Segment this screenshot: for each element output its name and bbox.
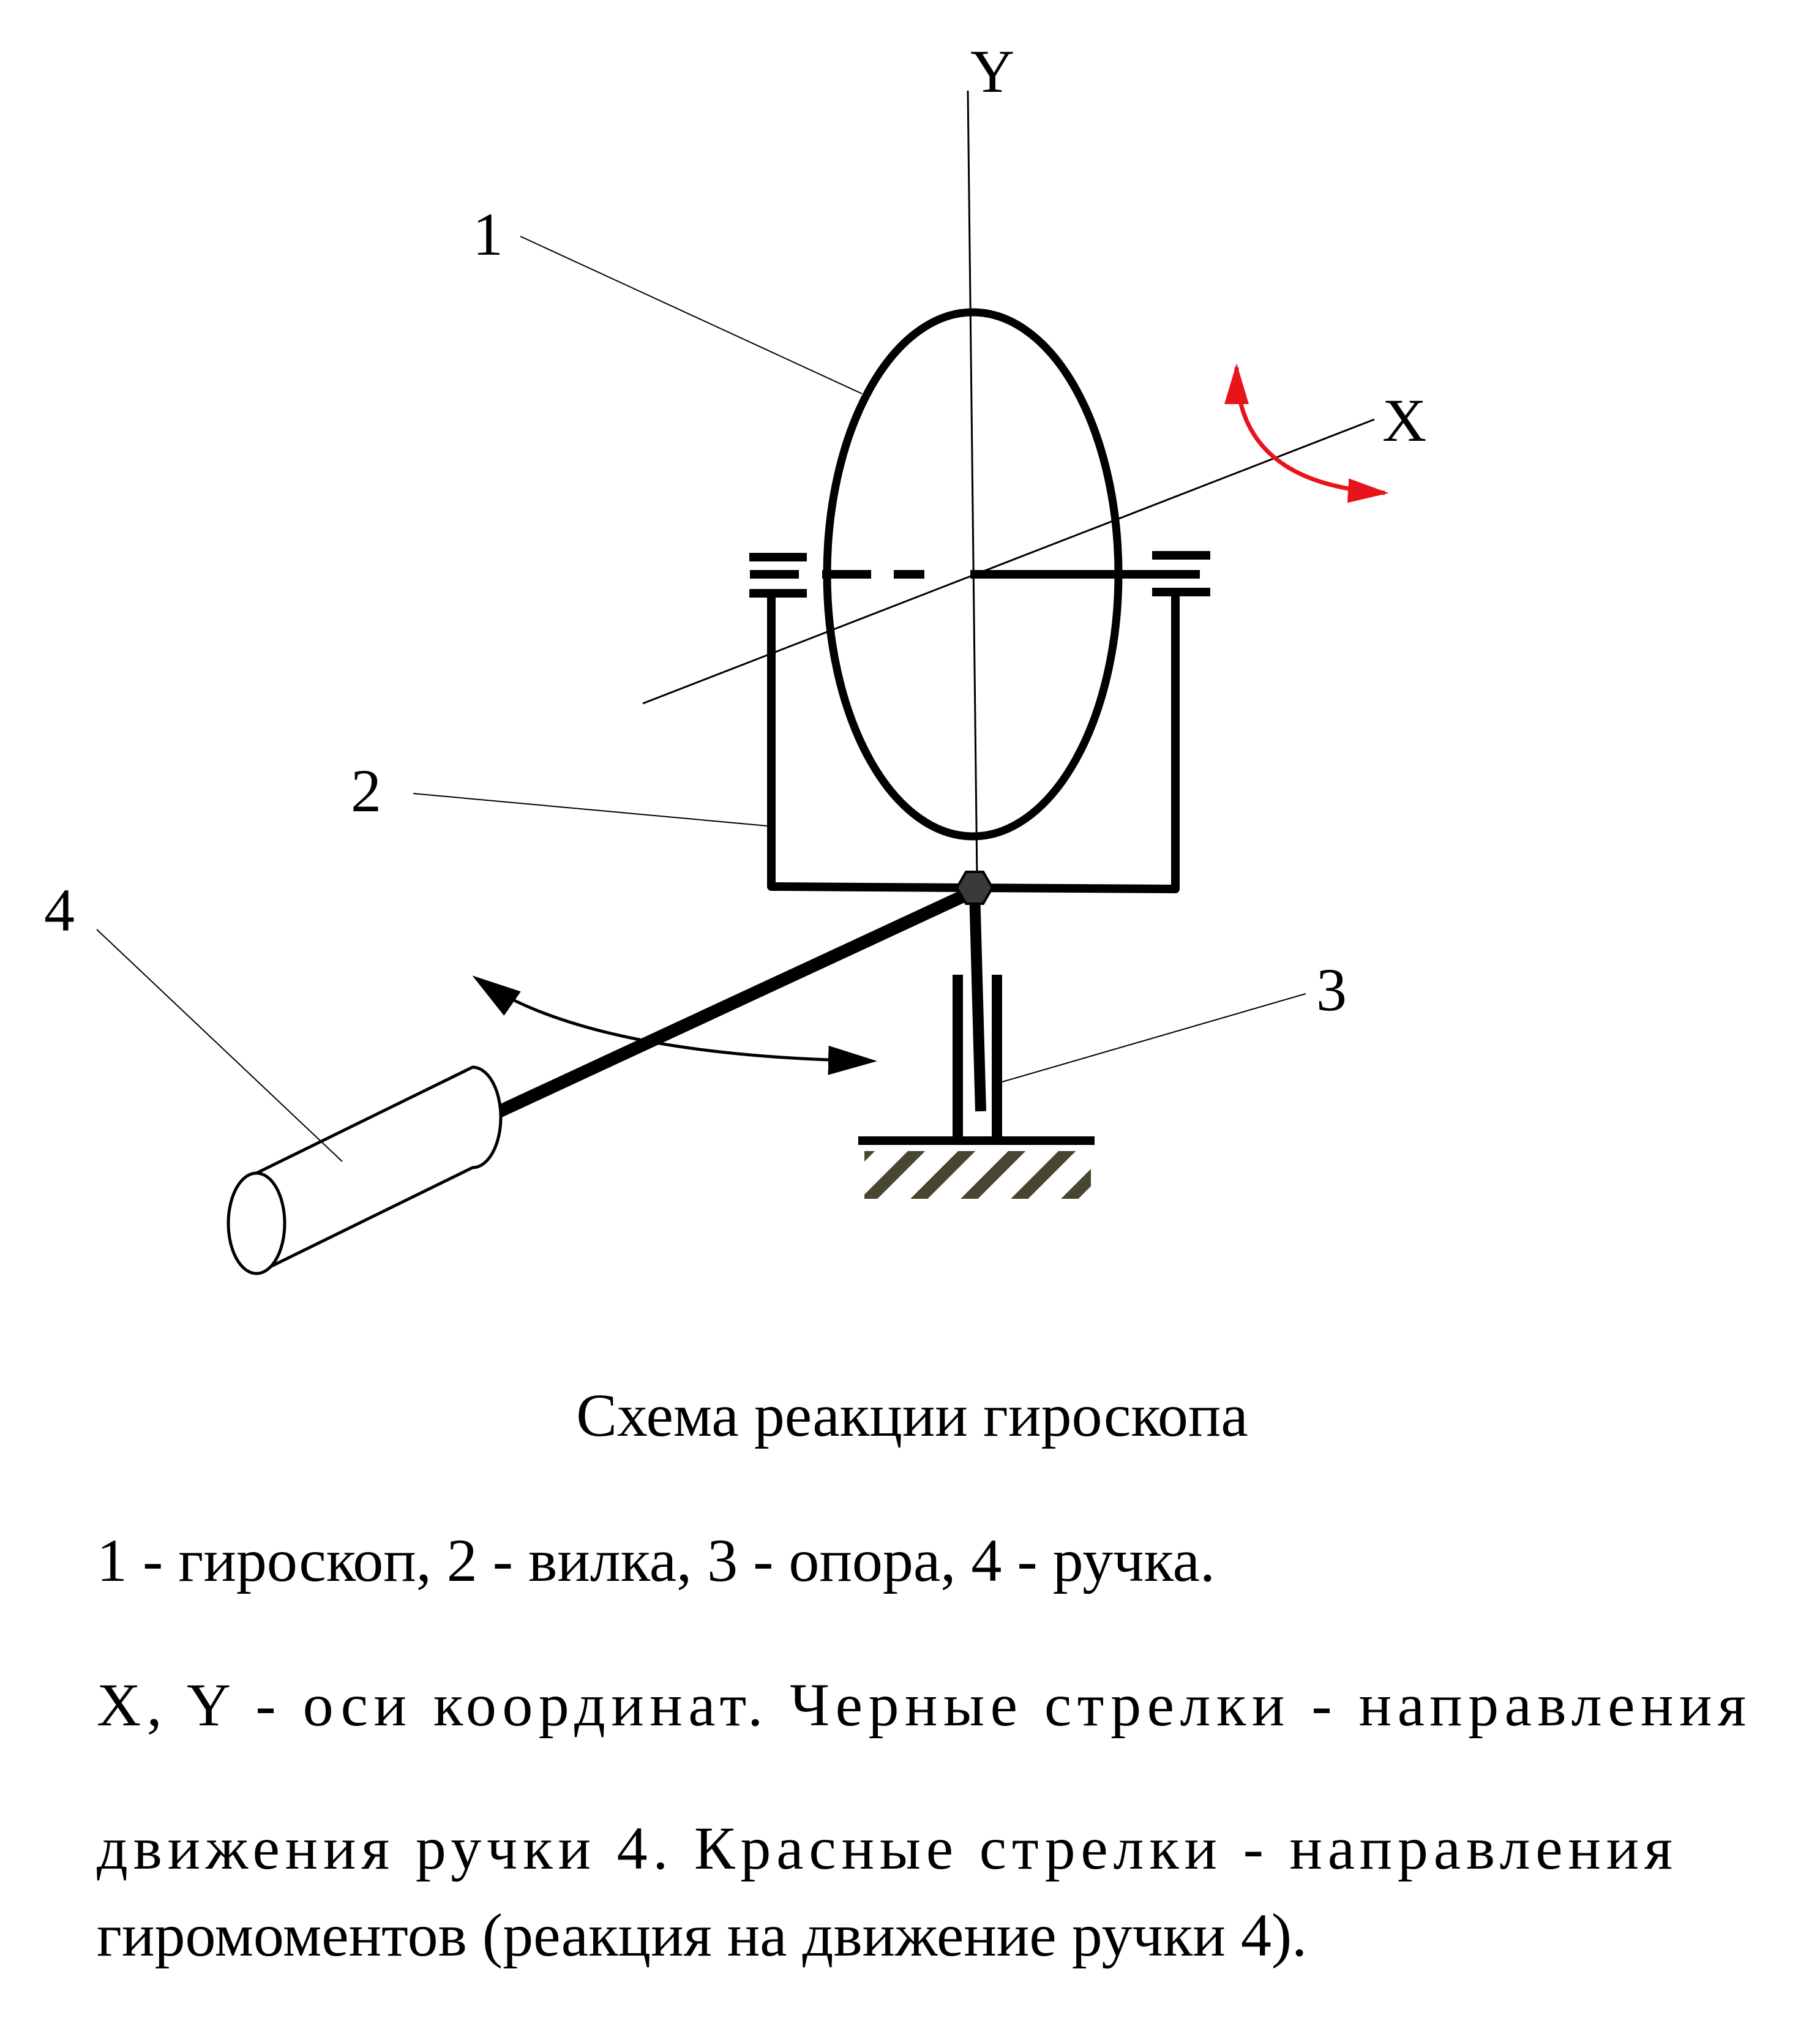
- handle-motion-arrow: [472, 975, 877, 1075]
- pivot-joint: [955, 871, 994, 905]
- label-handle: 4: [44, 876, 75, 944]
- caption-line-2: X, Y - оси координат. Черные стрелки - н…: [97, 1671, 1746, 1739]
- caption-title: Схема реакции гироскопа: [576, 1381, 1248, 1449]
- handle-grip: [227, 1065, 503, 1275]
- y-axis-label: Y: [970, 37, 1014, 105]
- caption-line-4: гиромоментов (реакция на движение ручки …: [97, 1901, 1307, 1969]
- pivot-pin: [969, 890, 986, 1112]
- caption-line-1: 1 - гироскоп, 2 - вилка, 3 - опора, 4 - …: [97, 1526, 1215, 1594]
- x-axis-label: X: [1382, 386, 1426, 454]
- y-axis-line: [967, 90, 978, 878]
- label-support: 3: [1316, 956, 1347, 1024]
- right-bearing: [1152, 551, 1210, 596]
- leader-3: [1002, 993, 1306, 1082]
- caption-line-3: движения ручки 4. Красные стрелки - напр…: [97, 1814, 1672, 1882]
- leader-4: [96, 929, 343, 1162]
- leader-2: [413, 793, 768, 827]
- support: [858, 975, 1095, 1145]
- label-gyroscope: 1: [473, 200, 503, 268]
- left-bearing: [749, 553, 807, 598]
- label-fork: 2: [351, 757, 381, 825]
- gyromoment-arrow: [1224, 363, 1389, 503]
- leader-1: [520, 236, 863, 394]
- ground-hatch: [864, 1151, 1091, 1199]
- handle-rod: [494, 885, 978, 1119]
